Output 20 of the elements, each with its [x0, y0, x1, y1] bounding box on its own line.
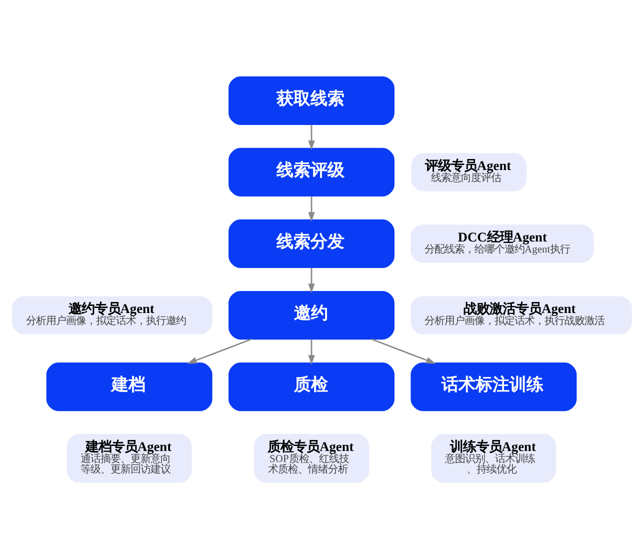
node-box: 线索评级 — [228, 148, 394, 197]
node-box: 获取线索 — [228, 76, 394, 125]
arrow — [187, 338, 252, 364]
arrow — [308, 268, 315, 294]
node-box: 线索分发 — [228, 219, 394, 268]
node-box: 质检 — [228, 362, 394, 412]
node-box: 训练专员Agent 意图识别、话术训练、持续优化 — [431, 434, 556, 483]
node-box: 话术标注训练 — [410, 362, 577, 412]
node-box: 邀约专员Agent 分析用户画像，拟定话术，执行邀约 — [12, 296, 212, 334]
node-box: DCC经理Agent 分配线索，给哪个邀约Agent执行 — [410, 224, 594, 263]
arrow — [308, 124, 315, 150]
node-box: 建档专员Agent 通话摘要、更新意向等级、更新回访建议 — [66, 434, 192, 483]
node-box: 战败激活专员Agent 分析用户画像，拟定话术，执行战败激活 — [410, 296, 632, 334]
node-box: 质检专员Agent SOP质检、红线技术质检、情绪分析 — [254, 434, 370, 483]
node-box: 评级专员Agent 线索意向度评估 — [411, 153, 527, 192]
arrow — [308, 339, 315, 365]
arrow — [371, 338, 436, 364]
node-box: 建档 — [46, 362, 212, 412]
node-box: 邀约 — [228, 290, 394, 340]
arrow — [308, 196, 315, 222]
